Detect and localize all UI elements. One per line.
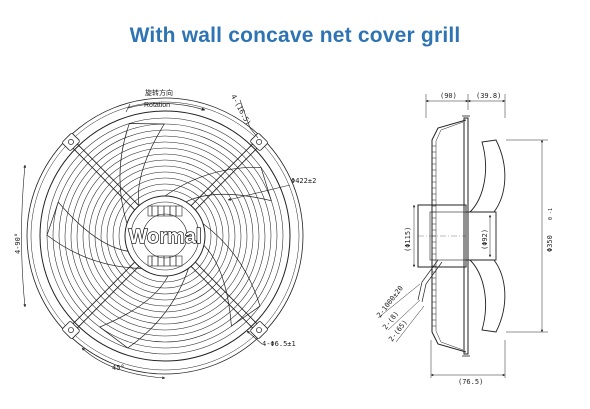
grill-ring: [82, 153, 248, 319]
support-strut: [72, 147, 135, 211]
dim-top-slot: 4-(16.5): [229, 93, 252, 127]
mounting-hole: [68, 327, 74, 333]
tab-plate: [62, 321, 80, 339]
support-strut: [195, 261, 258, 325]
page-title: With wall concave net cover grill: [129, 24, 461, 47]
dim-frame-tolerance: 0 -1: [548, 208, 554, 220]
grill-ring: [58, 129, 272, 343]
grill-ring: [118, 189, 212, 283]
grill-ring: [100, 171, 230, 301]
fan-blades: [46, 123, 272, 349]
dim-side-top-right: (39.8): [476, 92, 501, 100]
dim-hub-outer: (Φ115): [404, 227, 412, 252]
mounting-tab: [62, 133, 80, 151]
dim-mounting-holes: 4-Φ6.5±1: [262, 340, 296, 348]
grill-ring: [64, 135, 266, 337]
fan-blade: [46, 201, 142, 269]
mounting-hole: [68, 139, 74, 145]
support-strut: [76, 266, 140, 329]
rotation-label-cn: 旋转方向: [145, 88, 173, 97]
support-strut: [76, 143, 140, 206]
support-strut: [190, 143, 254, 206]
dim-grill-diameter: Φ422±2: [291, 177, 316, 185]
dim-side-bottom: (76.5): [458, 378, 483, 386]
motor-hub: [124, 195, 206, 277]
brand-watermark: Wormal: [129, 226, 202, 248]
grill-ring: [94, 165, 236, 307]
side-view: [412, 94, 548, 378]
mounting-tab: [250, 133, 268, 151]
fan-blade: [202, 223, 261, 327]
rotation-arrow: [127, 103, 206, 111]
grill-ring: [70, 141, 260, 331]
dim-angle-left: 4-90°: [14, 233, 22, 254]
support-strut: [190, 266, 254, 329]
dim-hub-inner: (Φ92): [481, 229, 489, 250]
grill-ring: [112, 183, 218, 289]
grill-ring: [76, 147, 254, 325]
rotation-label-en: Rotation: [144, 102, 170, 109]
tab-plate: [250, 133, 268, 151]
grill-ring: [88, 159, 242, 313]
cable-outlet: [417, 259, 443, 303]
mounting-hole: [256, 139, 262, 145]
mounting-tabs: [62, 133, 268, 339]
mounting-hole: [256, 327, 262, 333]
fan-blade: [99, 268, 189, 349]
grill-ring: [106, 177, 224, 295]
fan-blade: [119, 123, 165, 224]
blade-profile: [468, 139, 506, 213]
tab-plate: [62, 133, 80, 151]
fan-blade: [164, 167, 272, 203]
dim-frame-diameter: Φ350: [546, 235, 554, 252]
dim-side-top-left: (90): [440, 92, 457, 100]
mounting-tab: [62, 321, 80, 339]
support-struts: [72, 143, 258, 329]
tab-plate: [250, 321, 268, 339]
support-strut: [195, 147, 258, 211]
mounting-tab: [250, 321, 268, 339]
support-strut: [72, 261, 135, 325]
